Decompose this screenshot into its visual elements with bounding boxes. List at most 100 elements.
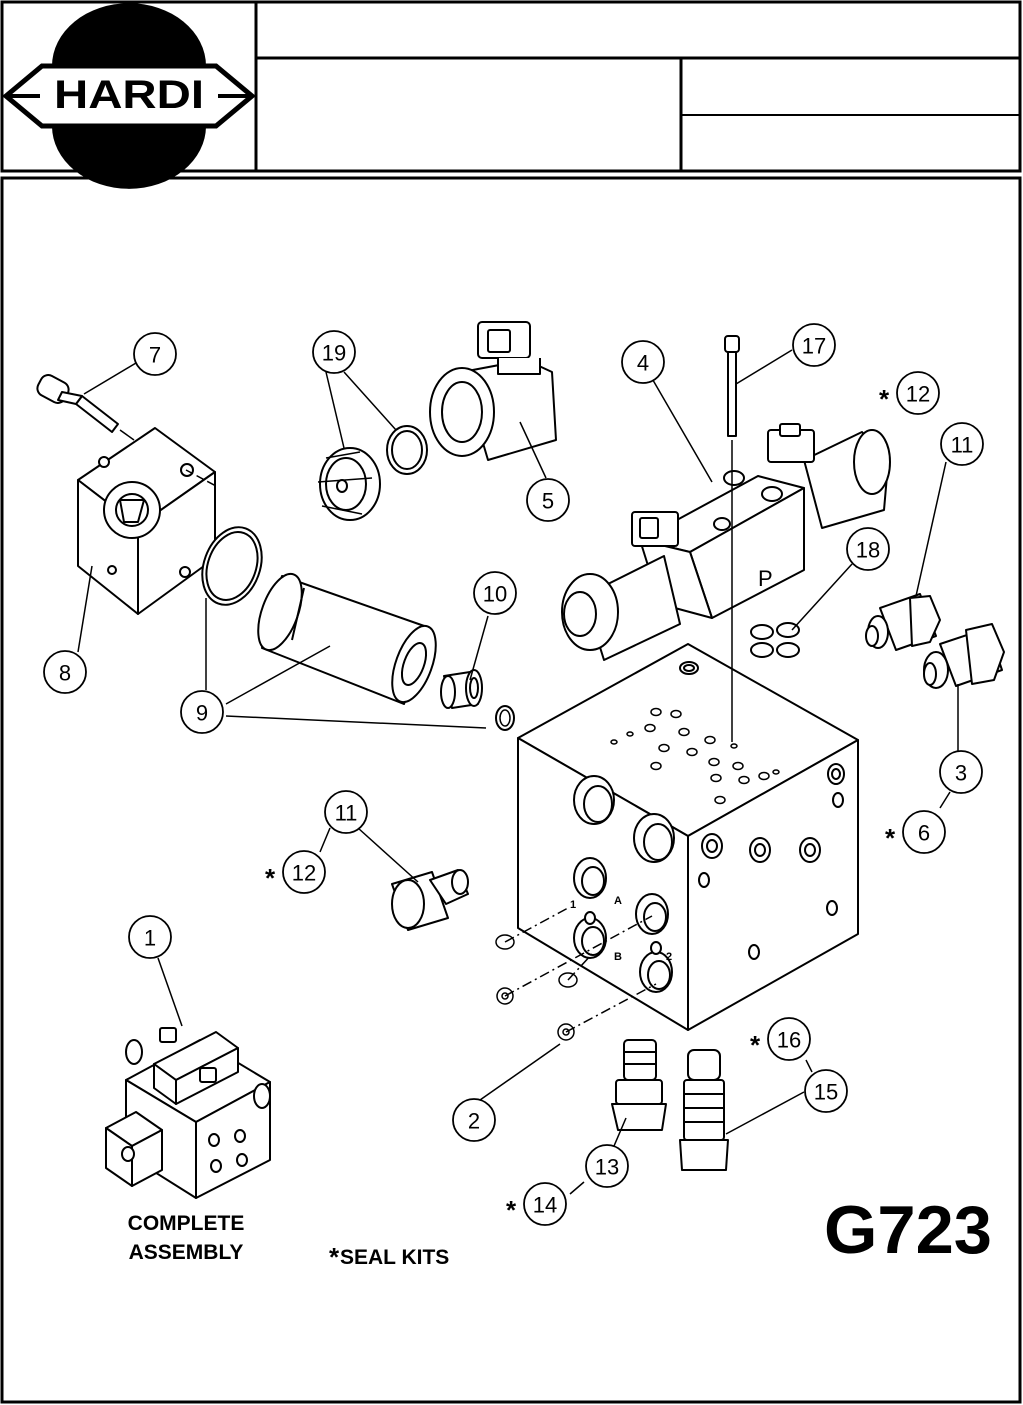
part-11-check-valve-lower [391, 869, 469, 931]
callout-number: 5 [542, 489, 554, 514]
callout-c5: 5 [526, 478, 570, 522]
callout-c11a: 11 [940, 422, 984, 466]
port-mark-2: 2 [666, 951, 672, 963]
part-5-solenoid-coil [429, 321, 557, 461]
callout-number: 14 [533, 1193, 557, 1218]
callout-c10: 10 [473, 571, 517, 615]
complete-assembly-line1: COMPLETE [128, 1212, 245, 1235]
part-9-filter-cartridge [201, 526, 437, 705]
callout-circle [526, 478, 570, 522]
callout-number: 1 [144, 926, 156, 951]
hardi-logo: HARDI [2, 3, 256, 189]
callout-c12a: 12 * [879, 371, 940, 415]
leader-lines [77, 349, 959, 1195]
callout-number: 17 [802, 334, 826, 359]
port-mark-a: A [614, 895, 622, 907]
part-17-long-bolt [724, 335, 740, 437]
callout-number: 3 [955, 761, 967, 786]
seal-kit-asterisk: * [879, 384, 890, 414]
callout-circle [452, 1098, 496, 1142]
callout-number: 11 [335, 801, 358, 826]
callout-number: 4 [637, 351, 649, 376]
part-19-knurled-nut [317, 425, 428, 521]
part-7-cap-screw [36, 374, 119, 433]
callout-circle [896, 371, 940, 415]
callout-c18: 18 [846, 527, 890, 571]
callout-circle [523, 1182, 567, 1226]
callout-c17: 17 [792, 323, 836, 367]
callout-number: 8 [59, 661, 71, 686]
callout-c2: 2 [452, 1098, 496, 1142]
seal-kits-marker: * [329, 1242, 340, 1272]
callout-c3: 3 [939, 750, 983, 794]
callout-circle [324, 790, 368, 834]
complete-assembly-line2: ASSEMBLY [129, 1241, 244, 1264]
callout-c12b: 12 * [265, 850, 326, 894]
callout-number: 12 [292, 861, 316, 886]
part-3-relief-valve [923, 623, 1005, 689]
callout-circle [312, 330, 356, 374]
port-mark-p: P [758, 566, 773, 591]
callout-c1: 1 [128, 915, 172, 959]
callout-number: 18 [856, 538, 880, 563]
part-1-complete-assembly [105, 1027, 271, 1199]
callout-circle [940, 422, 984, 466]
part-13-cartridge [611, 1039, 667, 1131]
callout-circle [133, 332, 177, 376]
callout-circle [902, 810, 946, 854]
callout-number: 12 [906, 382, 930, 407]
callout-number: 15 [814, 1080, 838, 1105]
seal-kit-asterisk: * [885, 823, 896, 853]
callout-c13: 13 [585, 1144, 629, 1188]
callout-circle [621, 340, 665, 384]
callout-circle [43, 650, 87, 694]
part-8-flange-plate [77, 427, 216, 615]
callout-circle [180, 690, 224, 734]
callout-c8: 8 [43, 650, 87, 694]
part-10-adapter [440, 669, 515, 731]
callout-number: 9 [196, 701, 208, 726]
callout-circle [792, 323, 836, 367]
callout-c11b: 11 [324, 790, 368, 834]
callout-number: 6 [918, 821, 930, 846]
callout-circle [767, 1017, 811, 1061]
callout-c7: 7 [133, 332, 177, 376]
callout-circle [939, 750, 983, 794]
callout-number: 19 [322, 341, 346, 366]
callout-circle [804, 1069, 848, 1113]
seal-kit-asterisk: * [265, 863, 276, 893]
callout-c16: 16 * [750, 1017, 811, 1061]
logo-text: HARDI [54, 73, 204, 117]
callout-circle [128, 915, 172, 959]
callout-circle [585, 1144, 629, 1188]
port-mark-1: 1 [570, 899, 576, 911]
callout-circle [282, 850, 326, 894]
seal-kits-label: SEAL KITS [340, 1246, 449, 1269]
part-11-check-valve-upper [865, 593, 941, 651]
callout-number: 10 [483, 582, 507, 607]
callout-number: 2 [468, 1109, 480, 1134]
callout-c19: 19 [312, 330, 356, 374]
seal-kit-asterisk: * [750, 1030, 761, 1060]
part-15-cartridge [679, 1049, 729, 1171]
callout-number: 7 [149, 343, 161, 368]
callout-c14: 14 * [506, 1182, 567, 1226]
labels: COMPLETE ASSEMBLY * SEAL KITS G723 [128, 1192, 992, 1272]
callout-c9: 9 [180, 690, 224, 734]
manifold-block: 1 A B 2 [517, 643, 859, 1031]
callout-c4: 4 [621, 340, 665, 384]
seal-kit-asterisk: * [506, 1195, 517, 1225]
callout-c6: 6* [885, 810, 946, 854]
callout-number: 11 [951, 433, 974, 458]
callout-circle [846, 527, 890, 571]
callout-number: 16 [777, 1028, 801, 1053]
drawing-number: G723 [824, 1192, 992, 1268]
callout-number: 13 [595, 1155, 619, 1180]
port-mark-b: B [614, 951, 622, 963]
callout-c15: 15 [804, 1069, 848, 1113]
part-18-o-ring-set [750, 622, 800, 658]
callout-circle [473, 571, 517, 615]
